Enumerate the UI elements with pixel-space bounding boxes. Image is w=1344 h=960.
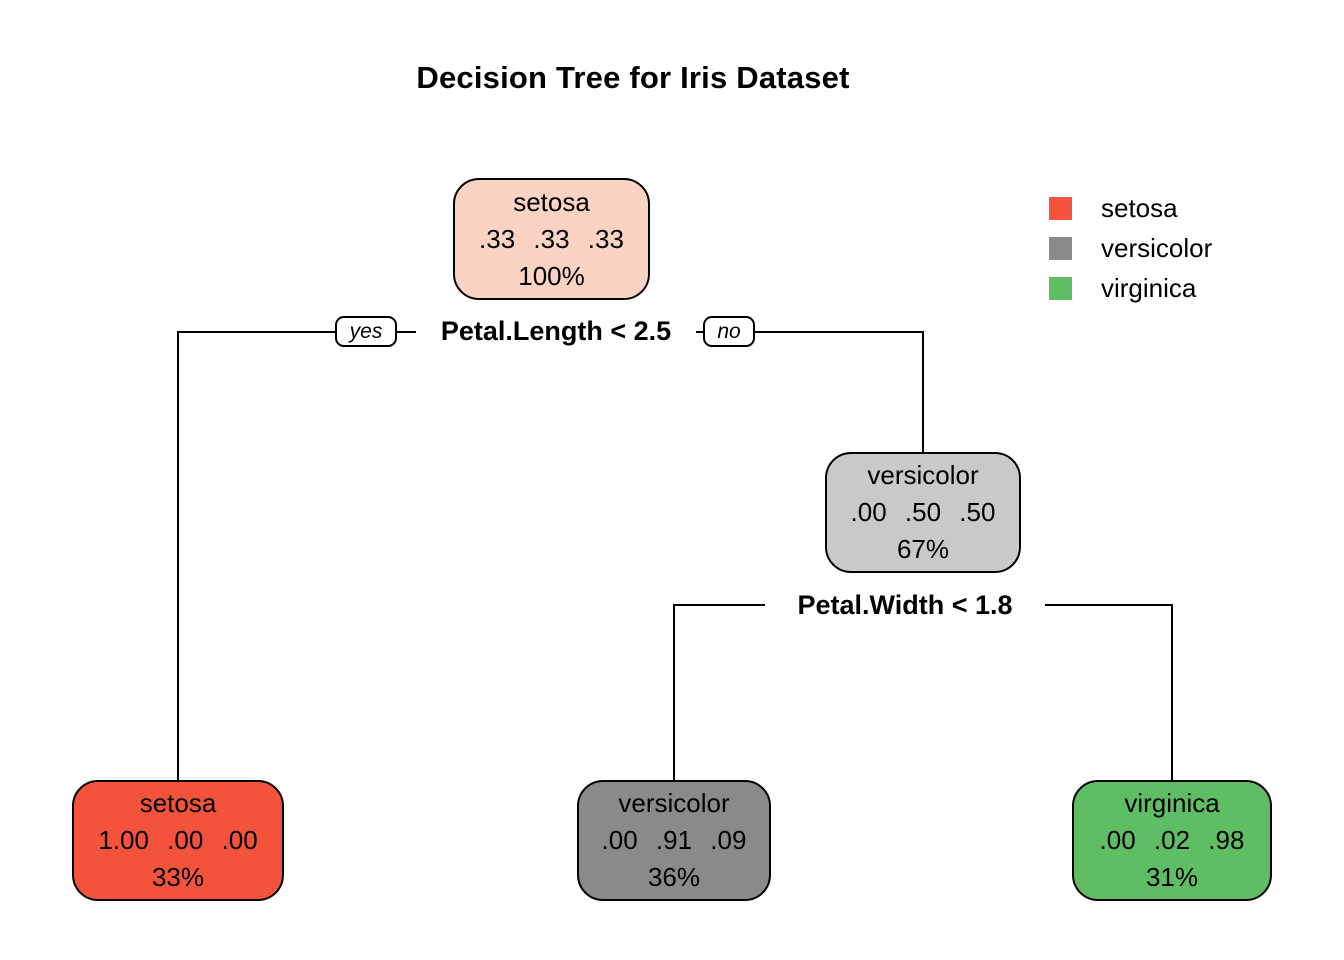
chart-title: Decision Tree for Iris Dataset <box>416 60 850 95</box>
branch-no-label: no <box>703 316 755 347</box>
node-class-label: setosa <box>139 788 217 818</box>
legend-label-setosa: setosa <box>1101 192 1178 223</box>
tree-node-internal-versicolor: versicolor .00 .50 .50 67% <box>825 452 1021 573</box>
legend-item-versicolor: versicolor <box>1049 228 1212 268</box>
node-class-label: virginica <box>1124 788 1220 818</box>
node-probabilities: .00 .50 .50 <box>850 497 996 527</box>
legend-swatch-versicolor <box>1049 236 1072 260</box>
node-class-label: setosa <box>513 186 590 217</box>
legend-label-virginica: virginica <box>1101 272 1197 303</box>
node-class-label: versicolor <box>618 788 730 818</box>
node-probabilities: .33 .33 .33 <box>479 223 624 254</box>
node-coverage: 36% <box>647 862 701 892</box>
node-probabilities: .00 .91 .09 <box>601 825 747 855</box>
node-coverage: 100% <box>518 260 585 291</box>
node-probabilities: .00 .02 .98 <box>1099 825 1245 855</box>
node-probabilities: 1.00 .00 .00 <box>98 825 258 855</box>
node-coverage: 31% <box>1145 862 1199 892</box>
branch-yes-label: yes <box>335 316 397 347</box>
legend-swatch-setosa <box>1049 196 1072 220</box>
legend-item-virginica: virginica <box>1049 268 1212 308</box>
split-condition-petal-width: Petal.Width < 1.8 <box>765 589 1045 621</box>
legend: setosa versicolor virginica <box>1049 188 1212 308</box>
legend-item-setosa: setosa <box>1049 188 1212 228</box>
node-class-label: versicolor <box>867 460 979 490</box>
node-coverage: 33% <box>151 862 205 892</box>
split-condition-petal-length: Petal.Length < 2.5 <box>416 315 696 347</box>
tree-node-root: setosa .33 .33 .33 100% <box>453 178 650 300</box>
legend-label-versicolor: versicolor <box>1101 232 1213 263</box>
tree-leaf-versicolor: versicolor .00 .91 .09 36% <box>577 780 771 901</box>
node-coverage: 67% <box>896 534 950 564</box>
legend-swatch-virginica <box>1049 276 1072 300</box>
tree-leaf-setosa: setosa 1.00 .00 .00 33% <box>72 780 284 901</box>
tree-leaf-virginica: virginica .00 .02 .98 31% <box>1072 780 1272 901</box>
